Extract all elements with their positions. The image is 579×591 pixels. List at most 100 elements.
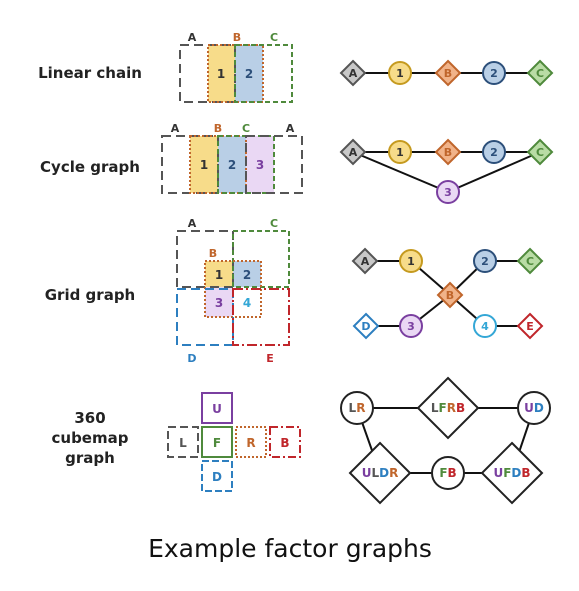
grid-node-4: 4 <box>473 314 497 338</box>
grid-caption-E: E <box>266 352 274 365</box>
cube-face-D-label: D <box>212 470 222 484</box>
cycle-caption-A-right: A <box>286 122 295 135</box>
cube-node-letter-B: B <box>448 466 457 480</box>
grid-node-2: 2 <box>473 249 497 273</box>
linear-node-2: 2 <box>482 61 506 85</box>
linear-panel-diagram: A B C 1 2 <box>179 31 293 103</box>
linear-node-B-shape <box>434 59 462 87</box>
linear-node-B-label: B <box>444 67 452 80</box>
grid-cell-2-label: 2 <box>243 268 251 282</box>
cube-node-FB-shape <box>431 456 465 490</box>
grid-cell-3-fill <box>205 287 233 317</box>
cycle-cell-1-fill <box>190 136 218 193</box>
grid-node-3: 3 <box>399 314 423 338</box>
cycle-edge-A-3 <box>352 151 449 193</box>
linear-node-C: C <box>526 59 554 87</box>
cube-face-F <box>201 426 233 458</box>
cycle-node-1-label: 1 <box>396 146 404 159</box>
row-label-cubemap: 360 cubemap graph <box>52 409 129 467</box>
cube-node-LFRB-shape <box>416 376 480 440</box>
cycle-node-C-shape <box>526 138 554 166</box>
row-label-cycle: Cycle graph <box>40 158 140 176</box>
cube-node-letter-L: L <box>431 401 439 415</box>
grid-factor-graph: A 1 2 C B D 3 4 <box>351 247 544 340</box>
linear-caption-A: A <box>188 31 197 44</box>
grid-cell-1-label: 1 <box>215 268 223 282</box>
linear-node-C-label: C <box>536 67 544 80</box>
linear-factor-graph: A 1 B 2 C <box>339 59 554 87</box>
grid-node-A-label: A <box>361 255 370 268</box>
cubemap-factor-graph: LR LFRB UD ULDR FB UFDB <box>340 376 551 505</box>
grid-node-C: C <box>516 247 544 275</box>
figure-caption: Example factor graphs <box>148 534 432 563</box>
cycle-node-2: 2 <box>482 140 506 164</box>
row-label-cubemap-line3: graph <box>65 449 115 467</box>
cube-node-LFRB-label: LFRB <box>431 401 465 415</box>
cycle-node-3: 3 <box>436 180 460 204</box>
grid-node-D: D <box>352 312 380 340</box>
linear-node-B: B <box>434 59 462 87</box>
cycle-node-A: A <box>339 138 367 166</box>
cube-face-D <box>201 460 233 492</box>
cube-node-LR-shape <box>340 391 374 425</box>
grid-node-1-label: 1 <box>407 255 415 268</box>
linear-node-A-shape <box>339 59 367 87</box>
grid-node-D-label: D <box>361 320 370 333</box>
cube-node-letter-F: F <box>439 466 447 480</box>
cube-node-LR-label: LR <box>349 401 366 415</box>
cycle-node-B-shape <box>434 138 462 166</box>
grid-node-3-label: 3 <box>407 320 415 333</box>
cycle-caption-C: C <box>242 122 250 135</box>
grid-cell-3-label: 3 <box>215 296 223 310</box>
cube-face-B <box>269 426 301 458</box>
linear-cell-1-fill <box>208 45 235 102</box>
grid-node-2-label: 2 <box>481 255 489 268</box>
linear-node-C-shape <box>526 59 554 87</box>
cycle-node-B-label: B <box>444 146 452 159</box>
grid-cell-2-fill <box>233 261 261 287</box>
cycle-node-A-shape <box>339 138 367 166</box>
grid-panel-E <box>232 288 290 346</box>
cube-face-L <box>167 426 199 458</box>
grid-node-E-shape <box>516 312 544 340</box>
cube-node-letter-R: R <box>356 401 365 415</box>
linear-caption-B: B <box>233 31 241 44</box>
grid-node-A: A <box>351 247 379 275</box>
grid-node-4-shape <box>473 314 497 338</box>
grid-node-4-label: 4 <box>481 320 489 333</box>
linear-caption-C: C <box>270 31 278 44</box>
cube-node-ULDR-shape <box>348 441 412 505</box>
grid-node-B-label: B <box>446 289 454 302</box>
cubemap-unfolded-diagram: U L F R B D <box>167 392 301 492</box>
linear-node-2-shape <box>482 61 506 85</box>
row-label-cubemap-line2: cubemap <box>52 429 129 447</box>
cycle-node-A-label: A <box>349 146 358 159</box>
grid-cell-1-fill <box>205 261 233 287</box>
cube-node-letter-D: D <box>379 466 389 480</box>
grid-node-C-shape <box>516 247 544 275</box>
grid-cell-4-label: 4 <box>243 296 251 310</box>
cube-node-letter-F: F <box>439 401 447 415</box>
cycle-cell-3-fill <box>246 136 274 193</box>
grid-node-3-shape <box>399 314 423 338</box>
cycle-node-C: C <box>526 138 554 166</box>
cycle-cell-3-label: 3 <box>256 158 264 172</box>
cycle-edge-C-3 <box>447 151 541 193</box>
grid-node-E: E <box>516 312 544 340</box>
cube-node-UD-shape <box>517 391 551 425</box>
cycle-cell-2-label: 2 <box>228 158 236 172</box>
cube-face-U-label: U <box>212 402 222 416</box>
cycle-caption-B: B <box>214 122 222 135</box>
linear-node-1-shape <box>388 61 412 85</box>
cube-node-letter-L: L <box>371 466 379 480</box>
grid-node-1: 1 <box>399 249 423 273</box>
cycle-node-2-shape <box>482 140 506 164</box>
grid-caption-D: D <box>187 352 196 365</box>
linear-cell-2-label: 2 <box>245 67 253 81</box>
cycle-node-3-label: 3 <box>444 186 452 199</box>
cube-node-FB-label: FB <box>439 466 456 480</box>
cube-node-letter-D: D <box>534 401 544 415</box>
cube-node-ULDR-label: ULDR <box>362 466 399 480</box>
grid-node-D-shape <box>352 312 380 340</box>
cube-node-letter-U: U <box>493 466 503 480</box>
